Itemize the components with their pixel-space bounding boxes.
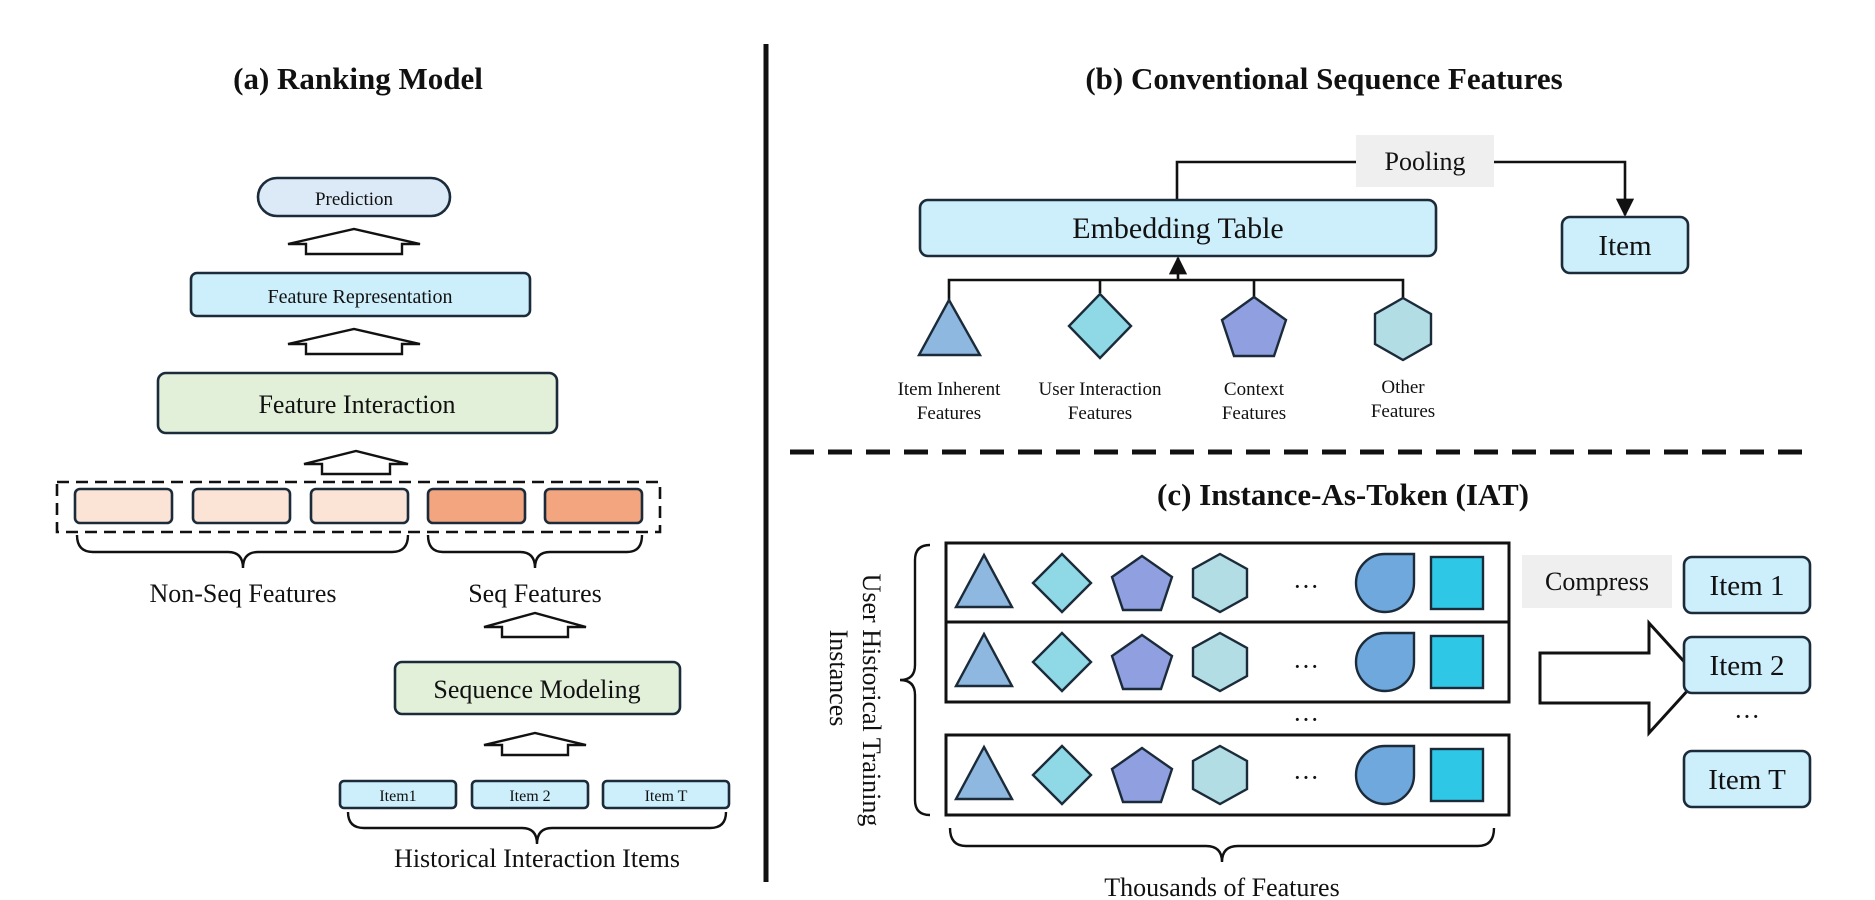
prediction-label: Prediction [315,189,394,210]
feature-interaction-box [156,371,559,435]
feature-type-3-line2: Features [1222,403,1286,424]
prediction-box [256,176,452,218]
output-items-ellipsis: ··· [1734,702,1760,731]
history-item-1-label: Item1 [379,788,416,805]
feature-type-1-line2: Features [917,403,981,424]
embedding-table-label: Embedding Table [1072,212,1283,245]
item-label: Item [1598,230,1652,262]
output-item-t [1682,749,1812,809]
diamond-icon [1067,292,1133,360]
pooling-label: Pooling [1385,147,1466,176]
row-3-teardrop-icon [1354,744,1416,806]
output-item-2-label: Item 2 [1710,650,1785,682]
feature-type-2-line2: Features [1068,403,1132,424]
row-3-hexagon-icon [1191,744,1249,806]
history-item-t [601,779,731,810]
embedding-table-box [918,198,1438,258]
compress-arrow-shape [1538,619,1702,737]
compress-label: Compress [1545,567,1649,596]
panel-b-title: (b) Conventional Sequence Features [1085,61,1562,96]
row-2-diamond-icon [1031,631,1093,693]
output-item-2 [1682,635,1812,695]
non-seq-feature-2 [191,487,292,525]
row-1-ellipsis: ··· [1293,572,1319,601]
up-arrow-4 [483,611,587,639]
sequence-modeling-label: Sequence Modeling [433,675,640,704]
historical-items-label: Historical Interaction Items [394,844,680,873]
triangle-icon [916,297,983,357]
feature-representation-box [189,271,532,318]
side-label-line1: User Historical Training [857,574,886,827]
feature-type-4-line2: Features [1371,401,1435,422]
row-3-square-icon [1429,747,1485,803]
pooling-label-box [1356,135,1494,187]
non-seq-brace [75,534,410,569]
row-2-pentagon-icon [1110,633,1174,691]
up-arrow-2 [287,327,421,356]
sequence-modeling-box [393,660,682,716]
panel-c-title: (c) Instance-As-Token (IAT) [1157,477,1529,512]
up-arrow-1 [287,227,421,256]
hexagon-icon [1373,296,1433,362]
pentagon-icon [1220,295,1288,358]
row-2-square-icon [1429,634,1485,690]
seq-feature-1 [426,487,527,525]
row-1-square-icon [1429,555,1485,611]
feature-group-dashed-box [55,480,662,534]
up-arrow-3 [303,449,409,476]
output-item-1-label: Item 1 [1710,570,1785,602]
feature-connector-bus [947,278,1405,300]
history-item-1 [338,779,458,810]
feature-type-3-line1: Context [1224,379,1285,400]
seq-features-label: Seq Features [468,579,602,608]
row-2-ellipsis: ··· [1293,652,1319,681]
item-box [1560,215,1690,275]
row-1-hexagon-icon [1191,552,1249,614]
row-3-diamond-icon [1031,744,1093,806]
feature-type-2-line1: User Interaction [1039,379,1162,400]
history-item-2 [470,779,590,810]
history-item-t-label: Item T [645,788,688,805]
row-3-triangle-icon [953,744,1015,801]
panel-conventional-sequence-features: (b) Conventional Sequence Features Pooli… [898,61,1690,424]
row-2-hexagon-icon [1191,631,1249,693]
panel-ranking-model: (a) Ranking Model Prediction Feature Rep… [55,61,731,873]
thousands-label: Thousands of Features [1104,873,1339,900]
seq-brace [426,534,644,569]
feature-interaction-label: Feature Interaction [258,390,455,419]
feature-representation-label: Feature Representation [268,286,453,308]
row-2-teardrop-icon [1354,631,1416,693]
row-1-diamond-icon [1031,552,1093,614]
feature-type-1-line1: Item Inherent [898,379,1002,400]
feature-type-4-line1: Other [1381,377,1425,398]
row-2-triangle-icon [953,631,1015,688]
history-item-2-label: Item 2 [509,788,550,805]
panel-instance-as-token: (c) Instance-As-Token (IAT) User Histori… [824,477,1812,900]
instances-brace [899,543,931,817]
non-seq-feature-1 [73,487,174,525]
historical-items-brace [346,811,728,845]
row-1-teardrop-icon [1354,552,1416,614]
side-label-line2: Instances [824,630,853,727]
non-seq-features-label: Non-Seq Features [149,579,336,608]
panel-a-title: (a) Ranking Model [233,61,483,96]
up-arrow-5 [483,731,587,757]
row-3-ellipsis: ··· [1293,763,1319,792]
row-1-triangle-icon [953,552,1015,609]
non-seq-feature-3 [309,487,410,525]
row-1-pentagon-icon [1110,554,1174,612]
rows-ellipsis: ··· [1293,705,1319,734]
output-item-t-label: Item T [1708,764,1786,796]
row-3-pentagon-icon [1110,746,1174,804]
thousands-brace [948,827,1496,863]
output-item-1 [1682,555,1812,615]
compress-label-box [1522,555,1672,608]
seq-feature-2 [543,487,644,525]
